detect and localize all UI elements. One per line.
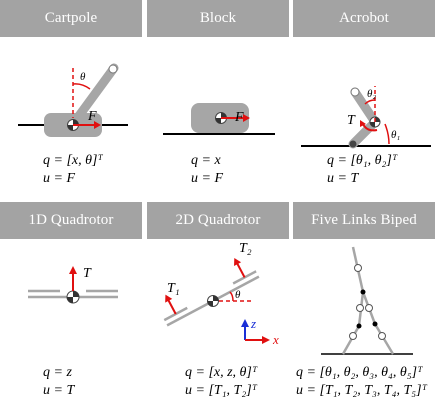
equations: q = [θ₁, θ₂]ᵀ u = T (327, 152, 436, 188)
theta-arc (229, 291, 234, 302)
thrust-label: T (83, 266, 92, 281)
panel-five-links-biped: Five Links Biped q = [θ₁, θ₂, θ₃, θ₄, θ₅… (293, 202, 435, 406)
state-equation: q = z (43, 365, 72, 380)
theta1-label: θ₁ (391, 129, 400, 141)
input-equation: u = [T₁, T₂, T₃, T₄, T₅]ᵀ (296, 383, 428, 398)
panel-2d-quadrotor: 2D Quadrotor θ T₁ T₂ z x q = [x, z, θ]ᵀ … (147, 202, 289, 406)
torque-arrow (362, 123, 378, 132)
torso-com (354, 264, 362, 272)
z-axis-label: z (250, 316, 256, 331)
rotor-right (232, 270, 257, 285)
equations: q = [x, z, θ]ᵀ u = [T₁, T₂]ᵀ (185, 364, 327, 400)
t2-label: T₂ (239, 241, 252, 256)
quadrotor-2d-diagram: θ T₁ T₂ z x (163, 241, 279, 347)
hip-joint (360, 289, 366, 295)
right-knee-joint (372, 321, 378, 327)
state-equation: q = [θ₁, θ₂, θ₃, θ₄, θ₅]ᵀ (296, 365, 423, 380)
rotor-left (163, 306, 188, 322)
state-equation: q = [x, θ]ᵀ (43, 153, 103, 168)
equations: q = [x, θ]ᵀ u = F (43, 152, 185, 188)
quadrotor-1d-diagram: T (28, 266, 118, 304)
theta-label: θ (235, 289, 241, 301)
theta2-arc (364, 99, 376, 105)
panel-1d-quadrotor: 1D Quadrotor T q = z u = T (0, 202, 142, 406)
state-equation: q = [θ₁, θ₂]ᵀ (327, 153, 398, 168)
input-equation: u = F (191, 171, 223, 186)
acrobot-diagram: θ₂ θ₁ T (301, 86, 431, 149)
x-axis-label: x (272, 332, 279, 347)
panel-title: 1D Quadrotor (0, 202, 142, 239)
input-equation: u = F (43, 171, 75, 186)
state-equation: q = [x, z, θ]ᵀ (185, 365, 258, 380)
t1-label: T₁ (167, 281, 180, 296)
equations: q = [θ₁, θ₂, θ₃, θ₄, θ₅]ᵀ u = [T₁, T₂, T… (296, 364, 436, 400)
right-thigh-com (365, 304, 373, 312)
theta1-arc (384, 123, 390, 145)
pole-tip-joint (108, 64, 118, 74)
thrust-1-arrow (166, 298, 177, 315)
torque-label: T (347, 113, 356, 128)
link-2 (350, 87, 380, 127)
force-label: F (87, 109, 97, 124)
equations: q = x u = F (191, 152, 333, 188)
left-shank-com (349, 332, 357, 340)
theta-label: θ (80, 71, 86, 83)
input-equation: u = T (327, 171, 359, 186)
panel-block: Block F q = x u = F (147, 0, 289, 204)
panel-title: Acrobot (293, 0, 435, 37)
left-shank (341, 325, 361, 355)
panel-title: 2D Quadrotor (147, 202, 289, 239)
left-thigh-com (356, 304, 364, 312)
panel-acrobot: Acrobot θ₂ θ₁ T q = [θ₁, θ₂]ᵀ u = T (293, 0, 435, 204)
base-pivot (349, 140, 357, 148)
theta2-label: θ₂ (367, 88, 376, 100)
input-equation: u = T (43, 383, 75, 398)
equations: q = z u = T (43, 364, 185, 400)
force-label: F (234, 110, 244, 125)
block-diagram: F (163, 103, 275, 135)
panel-cartpole: Cartpole θ F q = [x, θ]ᵀ u = F (0, 0, 142, 204)
left-knee-joint (356, 323, 362, 329)
theta-arc (72, 83, 91, 90)
panel-title: Five Links Biped (293, 202, 435, 239)
cartpole-diagram: θ F (18, 63, 128, 137)
panel-title: Cartpole (0, 0, 142, 37)
panel-title: Block (147, 0, 289, 37)
state-equation: q = x (191, 153, 221, 168)
input-equation: u = [T₁, T₂]ᵀ (185, 383, 258, 398)
thrust-2-arrow (235, 261, 246, 278)
biped-diagram (321, 246, 413, 355)
right-shank-com (378, 332, 386, 340)
tip-joint (350, 87, 360, 97)
